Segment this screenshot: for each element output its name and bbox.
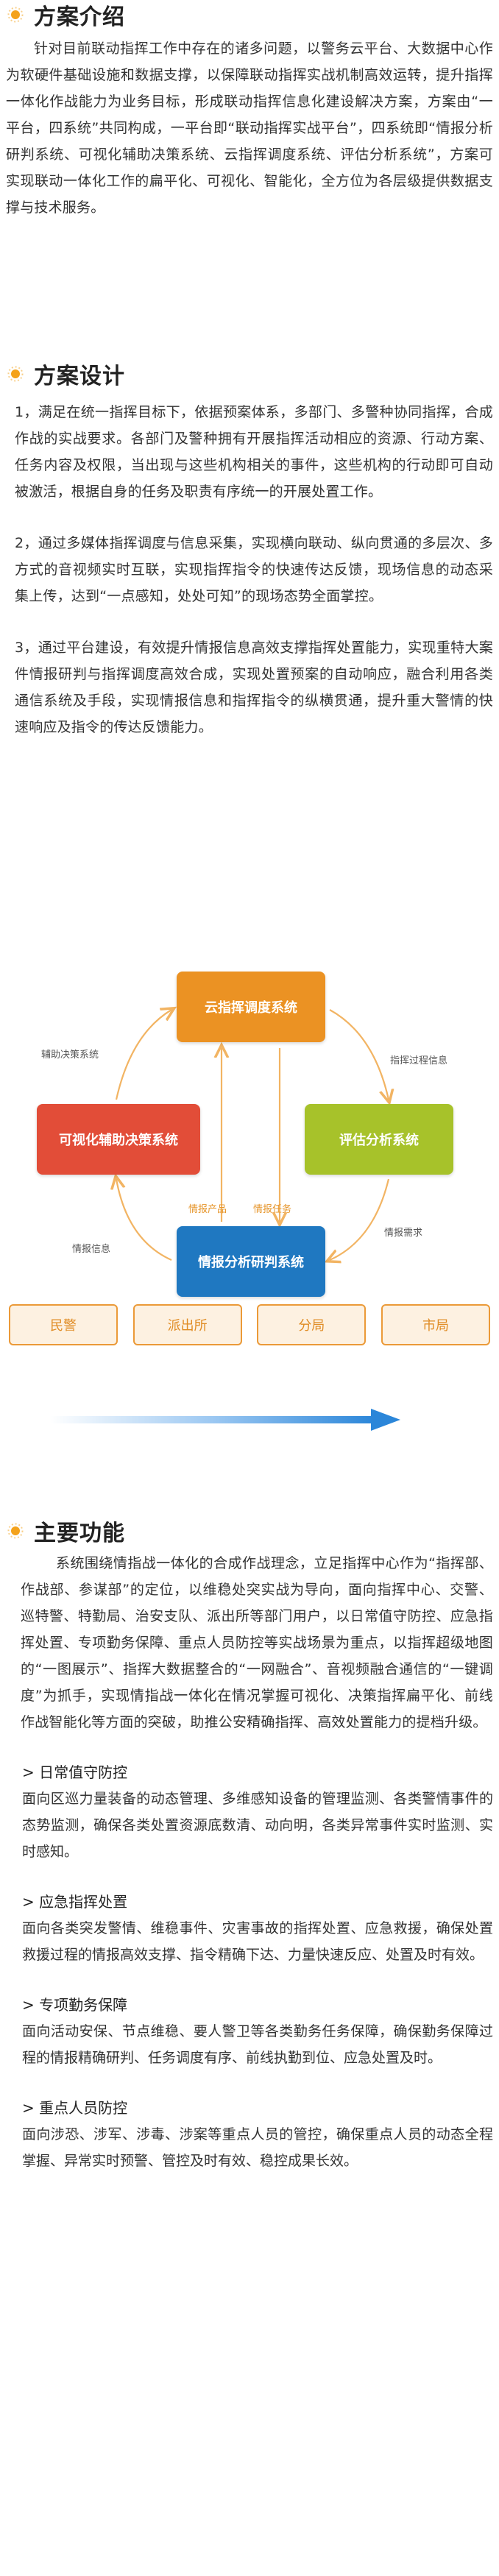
feature-item: > 专项勤务保障 面向活动安保、节点维稳、要人警卫等各类勤务任务保障，确保勤务保… <box>6 1992 493 2071</box>
sun-icon <box>7 7 24 23</box>
section-title: 方案介绍 <box>34 4 125 30</box>
arrow-right-to-bottom <box>330 1178 390 1260</box>
flow-arrow-icon <box>50 1409 400 1431</box>
flow-arrow <box>6 1398 493 1443</box>
node-visual-decision: 可视化辅助决策系统 <box>37 1104 200 1175</box>
section-design: 方案设计 1，满足在统一指挥目标下，依据预案体系，多部门、多警种协同指挥，合成作… <box>6 359 493 740</box>
sun-icon <box>7 366 24 382</box>
feature-body: 面向各类突发警情、维稳事件、灾害事故的指挥处置、应急救援，确保处置救援过程的情报… <box>22 1920 493 1963</box>
node-evaluation: 评估分析系统 <box>305 1104 453 1175</box>
feature-body: 面向区巡力量装备的动态管理、多维感知设备的管理监测、各类警情事件的态势监测，确保… <box>22 1791 493 1860</box>
design-paragraph-2: 2，通过多媒体指挥调度与信息采集，实现横向联动、纵向贯通的多层次、多方式的音视频… <box>15 535 493 604</box>
section-title: 主要功能 <box>34 1521 125 1546</box>
arrow-top-to-right <box>329 1009 389 1100</box>
diagram-arrows <box>6 964 493 1303</box>
label-support: 辅助决策系统 <box>41 1050 99 1061</box>
label-process: 指挥过程信息 <box>390 1055 448 1066</box>
label-info: 情报信息 <box>72 1244 111 1255</box>
label-demand: 情报需求 <box>384 1228 423 1239</box>
feature-body: 面向涉恐、涉军、涉毒、涉案等重点人员的管控，确保重点人员的动态全程掌握、异常实时… <box>22 2126 493 2169</box>
feature-title: > 应急指挥处置 <box>22 1893 128 1911</box>
label-product: 情报产品 <box>188 1204 227 1215</box>
feature-item: > 日常值守防控 面向区巡力量装备的动态管理、多维感知设备的管理监测、各类警情事… <box>6 1759 493 1865</box>
node-cloud-command: 云指挥调度系统 <box>177 972 325 1042</box>
unit-police: 民警 <box>9 1304 118 1345</box>
section-header: 方案设计 <box>6 359 493 389</box>
sun-icon <box>7 1523 24 1539</box>
unit-list: 民警 派出所 分局 市局 <box>7 1304 492 1345</box>
unit-city: 市局 <box>381 1304 490 1345</box>
features-intro: 系统围绕情指战一体化的合成作战理念，立足指挥中心作为“指挥部、作战部、参谋部”的… <box>21 1555 493 1730</box>
unit-station: 派出所 <box>132 1304 242 1345</box>
feature-item: > 重点人员防控 面向涉恐、涉军、涉毒、涉案等重点人员的管控，确保重点人员的动态… <box>6 2095 493 2174</box>
feature-title: > 日常值守防控 <box>22 1763 128 1781</box>
label-task: 情报任务 <box>253 1204 292 1215</box>
arrow-bottom-to-left <box>116 1179 172 1262</box>
node-intel-analysis: 情报分析研判系统 <box>177 1226 325 1297</box>
section-title: 方案设计 <box>34 364 125 389</box>
feature-list: > 日常值守防控 面向区巡力量装备的动态管理、多维感知设备的管理监测、各类警情事… <box>6 1759 493 2174</box>
feature-item: > 应急指挥处置 面向各类突发警情、维稳事件、灾害事故的指挥处置、应急救援，确保… <box>6 1889 493 1968</box>
arrow-left-to-top <box>115 1010 171 1100</box>
design-paragraph-1: 1，满足在统一指挥目标下，依据预案体系，多部门、多警种协同指挥，合成作战的实战要… <box>15 404 493 500</box>
section-intro: 方案介绍 针对目前联动指挥工作中存在的诸多问题，以警务云平台、大数据中心作为软硬… <box>6 0 493 221</box>
section-header: 方案介绍 <box>6 0 493 30</box>
unit-branch: 分局 <box>257 1304 367 1345</box>
intro-paragraph: 针对目前联动指挥工作中存在的诸多问题，以警务云平台、大数据中心作为软硬件基础设施… <box>6 40 493 216</box>
section-header: 主要功能 <box>6 1516 493 1546</box>
section-features: 主要功能 系统围绕情指战一体化的合成作战理念，立足指挥中心作为“指挥部、作战部、… <box>6 1516 493 2174</box>
system-diagram: 云指挥调度系统 可视化辅助决策系统 评估分析系统 情报分析研判系统 辅助决策系统… <box>6 964 493 1297</box>
feature-title: > 专项勤务保障 <box>22 1996 128 2014</box>
feature-title: > 重点人员防控 <box>22 2099 128 2117</box>
feature-body: 面向活动安保、节点维稳、要人警卫等各类勤务任务保障，确保勤务保障过程的情报精确研… <box>22 2023 493 2066</box>
design-paragraph-3: 3，通过平台建设，有效提升情报信息高效支撑指挥处置能力，实现重特大案件情报研判与… <box>15 640 493 735</box>
